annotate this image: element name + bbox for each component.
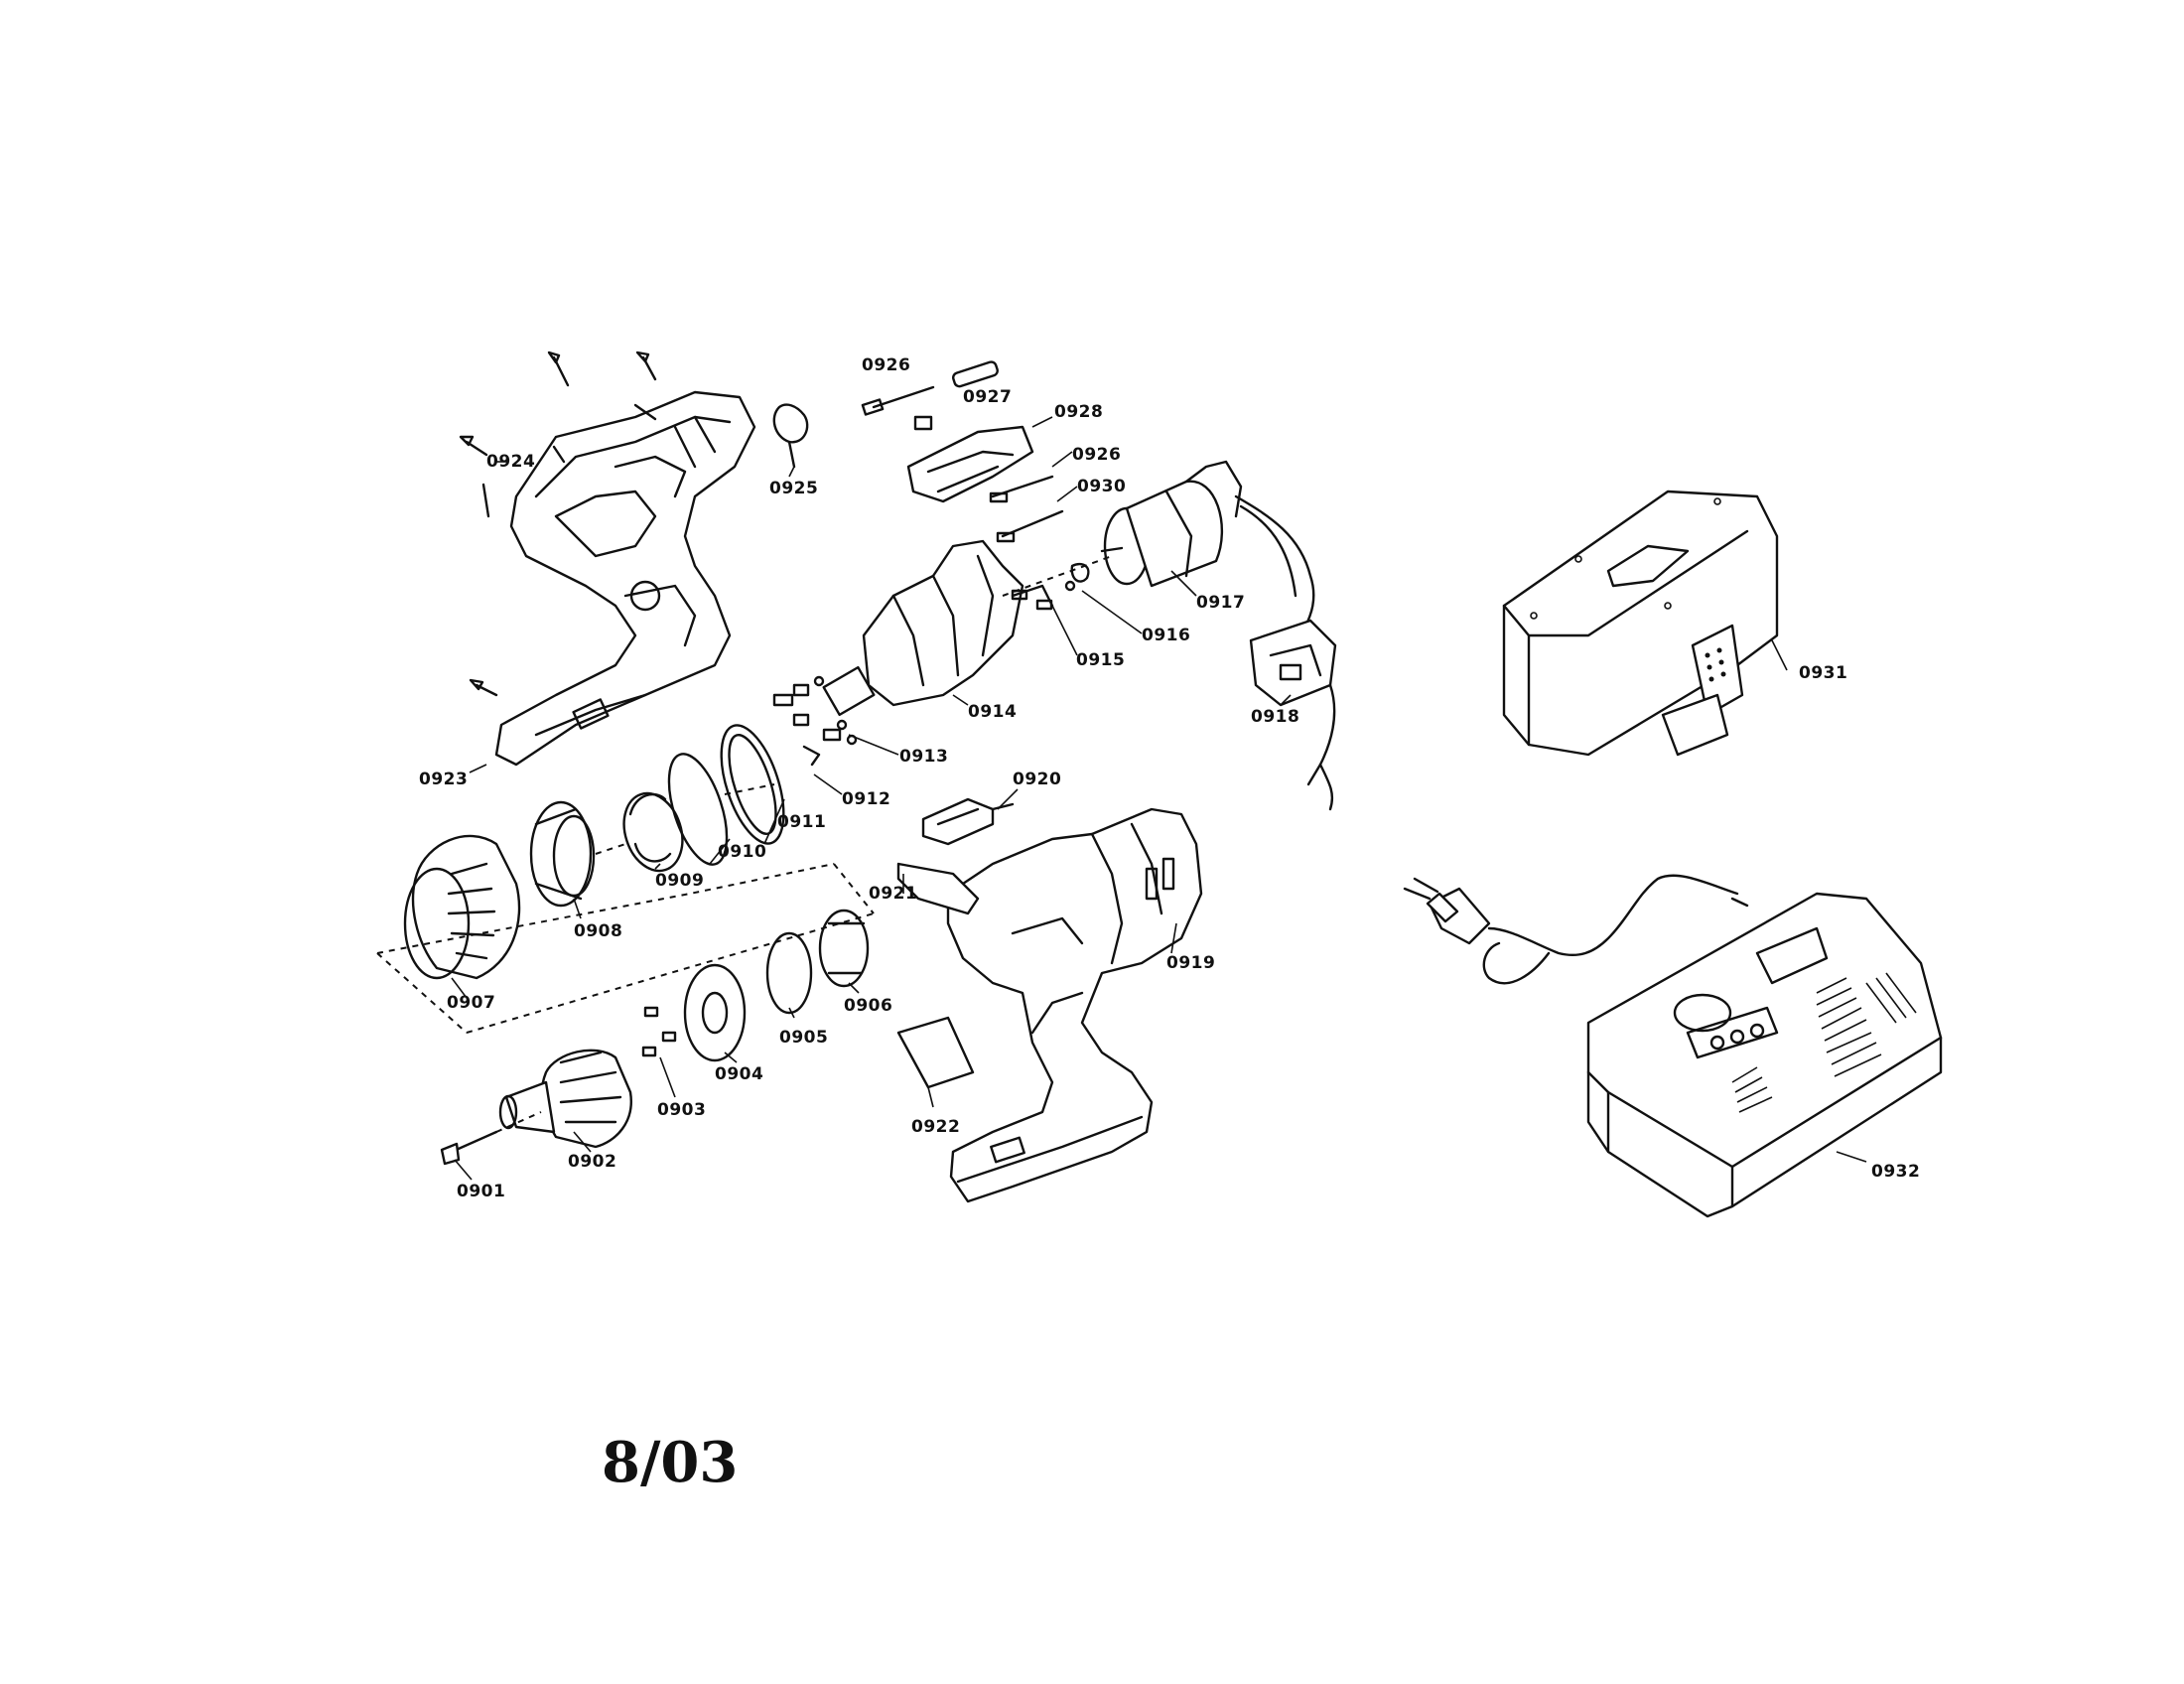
part-label-0907: 0907 bbox=[447, 993, 496, 1013]
part-label-0922: 0922 bbox=[911, 1117, 961, 1137]
part-label-0915: 0915 bbox=[1076, 650, 1126, 670]
part-label-0901: 0901 bbox=[457, 1182, 506, 1201]
part-label-0928: 0928 bbox=[1054, 402, 1104, 422]
battery-pack bbox=[1502, 490, 1779, 757]
direction-button bbox=[921, 797, 1015, 846]
part-label-0924: 0924 bbox=[486, 452, 536, 472]
part-label-0926: 0926 bbox=[862, 355, 911, 375]
revision-date: 8/03 bbox=[602, 1430, 739, 1495]
screws bbox=[459, 351, 657, 697]
part-label-0908: 0908 bbox=[574, 921, 623, 941]
part-label-0918: 0918 bbox=[1251, 707, 1300, 727]
part-label-0920: 0920 bbox=[1013, 770, 1062, 789]
part-label-0913: 0913 bbox=[899, 747, 949, 767]
gear-plates bbox=[641, 909, 870, 1062]
leader-lines bbox=[451, 416, 1867, 1181]
part-label-0911: 0911 bbox=[777, 812, 827, 832]
part-label-0921: 0921 bbox=[869, 884, 918, 904]
part-label-0902: 0902 bbox=[568, 1152, 617, 1172]
belt-clip bbox=[896, 862, 980, 915]
housing-half-left bbox=[494, 390, 756, 767]
switch-cover-parts bbox=[861, 360, 1064, 543]
part-label-0914: 0914 bbox=[968, 702, 1018, 722]
part-label-0909: 0909 bbox=[655, 871, 705, 891]
part-label-0906: 0906 bbox=[844, 996, 893, 1016]
switch-wiring bbox=[1234, 494, 1337, 811]
part-label-0925: 0925 bbox=[769, 479, 819, 498]
battery-charger bbox=[1586, 892, 1943, 1218]
nameplate bbox=[896, 1016, 975, 1089]
clip-part bbox=[772, 403, 809, 469]
part-label-0916: 0916 bbox=[1142, 626, 1191, 645]
motor bbox=[1100, 460, 1243, 588]
small-pins bbox=[772, 562, 1090, 767]
housing-half-right bbox=[946, 807, 1203, 1203]
power-cord bbox=[1403, 874, 1749, 985]
part-label-0912: 0912 bbox=[842, 789, 891, 809]
part-label-0930: 0930 bbox=[1077, 477, 1127, 496]
part-label-0931: 0931 bbox=[1799, 663, 1848, 683]
dashed-assembly-lines bbox=[376, 555, 1113, 1133]
part-label-0910: 0910 bbox=[718, 842, 767, 862]
part-label-0904: 0904 bbox=[715, 1064, 764, 1084]
keyless-chuck bbox=[498, 1049, 632, 1149]
gearbox-assembly bbox=[822, 539, 1054, 717]
chuck-screw bbox=[440, 1130, 498, 1166]
part-label-0932: 0932 bbox=[1871, 1162, 1921, 1182]
part-label-0917: 0917 bbox=[1196, 593, 1246, 613]
part-label-0923: 0923 bbox=[419, 770, 469, 789]
part-label-0905: 0905 bbox=[779, 1028, 829, 1048]
part-label-0927: 0927 bbox=[963, 387, 1013, 407]
chuck-sleeve bbox=[403, 834, 521, 980]
part-label-0919: 0919 bbox=[1166, 953, 1216, 973]
part-label-0903: 0903 bbox=[657, 1100, 707, 1120]
part-label-0926-lower: 0926 bbox=[1072, 445, 1122, 465]
clutch-rings bbox=[529, 724, 785, 908]
